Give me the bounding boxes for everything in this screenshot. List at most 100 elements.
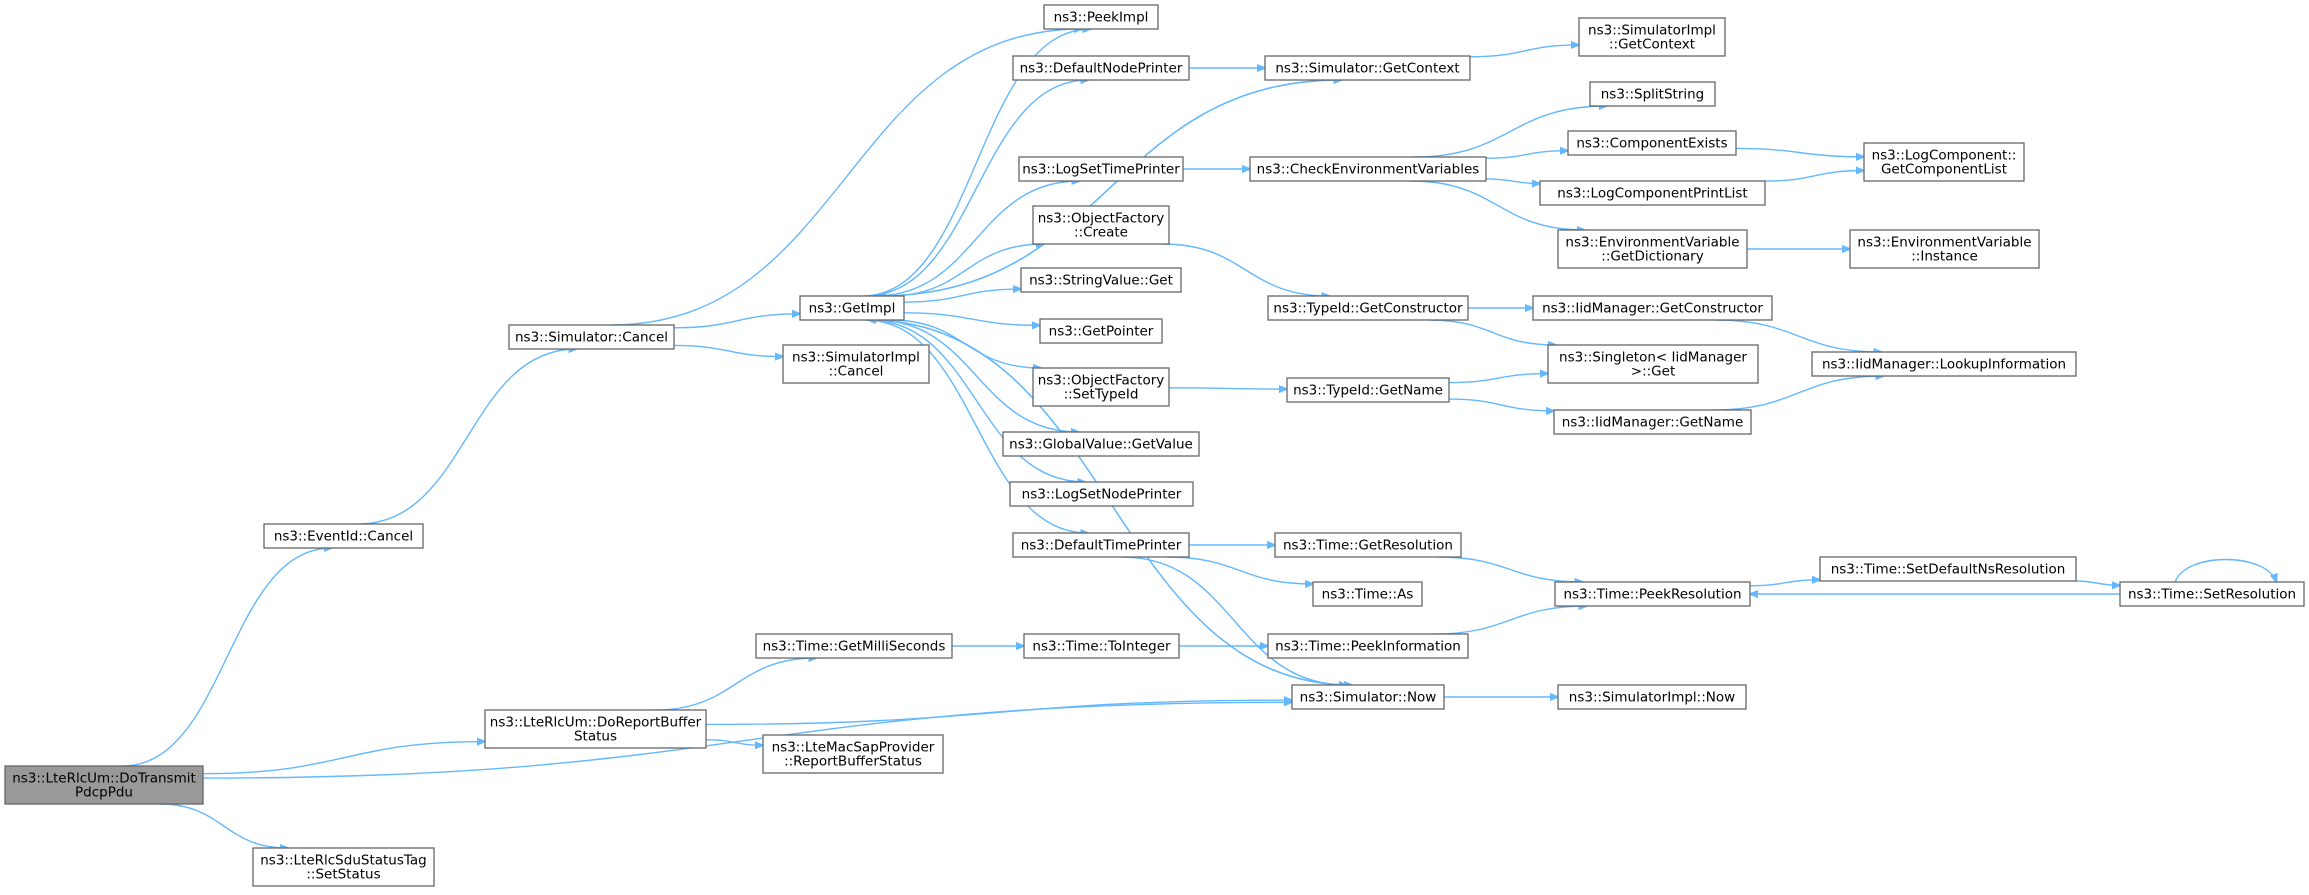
edge-ns3-checkenvironmentvariables-to-ns3-logcomponentprintlist (1485, 178, 1540, 184)
edge-ns3-defaulttimeprinter-to-ns3-time-as (1166, 556, 1313, 584)
edge-ns3-getimpl-to-ns3-stringvalue-get (903, 289, 1021, 303)
node-ns3-simulatorimpl-getcontext[interactable]: ns3::SimulatorImpl::GetContext (1578, 17, 1726, 57)
node-ns3-componentexists[interactable]: ns3::ComponentExists (1567, 130, 1737, 156)
node-box (1012, 55, 1190, 81)
edge-ns3-typeid-getconstructor-to-ns3-singleton-iidmanager-get (1429, 319, 1556, 345)
node-label: ns3::IidManager::GetName (1562, 415, 1744, 431)
node-box (1532, 295, 1773, 321)
node-ns3-environmentvariable-getdictionary[interactable]: ns3::EnvironmentVariable::GetDictionary (1557, 229, 1748, 269)
node-label: ns3::Simulator::Cancel (515, 330, 668, 346)
node-ns3-checkenvironmentvariables[interactable]: ns3::CheckEnvironmentVariables (1249, 156, 1487, 182)
node-ns3-splitstring[interactable]: ns3::SplitString (1589, 81, 1716, 107)
node-ns3-time-getresolution[interactable]: ns3::Time::GetResolution (1274, 532, 1462, 558)
node-ns3-typeid-getconstructor[interactable]: ns3::TypeId::GetConstructor (1267, 295, 1469, 321)
node-label: ::GetDictionary (1601, 249, 1703, 265)
node-ns3-globalvalue-getvalue[interactable]: ns3::GlobalValue::GetValue (1002, 431, 1200, 457)
edge-ns3-iidmanager-getconstructor-to-ns3-iidmanager-lookupinformation (1714, 319, 1882, 352)
node-label: GetComponentList (1881, 162, 2007, 178)
node-box (252, 847, 435, 887)
node-ns3-stringvalue-get[interactable]: ns3::StringValue::Get (1020, 267, 1182, 293)
node-ns3-time-tointeger[interactable]: ns3::Time::ToInteger (1023, 633, 1180, 659)
node-label: ns3::Time::GetMilliSeconds (763, 639, 946, 655)
node-label: PdcpPdu (75, 785, 133, 801)
edge-ns3-typeid-getname-to-ns3-singleton-iidmanager-get (1448, 374, 1548, 384)
edge-ns3-getimpl-to-ns3-logsettimeprinter (873, 181, 1079, 297)
edge-ns3-simulator-cancel-to-ns3-getimpl (673, 314, 800, 329)
node-ns3-getpointer[interactable]: ns3::GetPointer (1039, 318, 1163, 344)
node-box (1020, 267, 1182, 293)
node-box (1567, 130, 1737, 156)
node-label: ns3::EnvironmentVariable (1565, 235, 1739, 251)
edge-ns3-eventid-cancel-to-ns3-simulator-cancel (358, 349, 576, 525)
node-box (1023, 633, 1180, 659)
node-box (1291, 684, 1445, 710)
node-label: ns3::DefaultNodePrinter (1020, 61, 1183, 77)
node-ns3-simulator-getcontext[interactable]: ns3::Simulator::GetContext (1264, 55, 1471, 81)
node-ns3-time-peekresolution[interactable]: ns3::Time::PeekResolution (1554, 581, 1751, 607)
node-box (1039, 318, 1163, 344)
node-label: ns3::IidManager::GetConstructor (1542, 301, 1763, 317)
edge-ns3-time-peekresolution-to-ns3-time-setdefaultnsresolution (1749, 580, 1820, 587)
node-ns3-peekimpl[interactable]: ns3::PeekImpl (1043, 4, 1159, 30)
node-box (1554, 581, 1751, 607)
node-label: ns3::TypeId::GetName (1293, 383, 1443, 399)
node-ns3-time-as[interactable]: ns3::Time::As (1312, 581, 1423, 607)
node-ns3-logcomponentprintlist[interactable]: ns3::LogComponentPrintList (1539, 180, 1766, 206)
node-ns3-simulator-cancel[interactable]: ns3::Simulator::Cancel (508, 324, 675, 350)
node-ns3-objectfactory-create[interactable]: ns3::ObjectFactory::Create (1032, 205, 1170, 245)
node-ns3-getimpl[interactable]: ns3::GetImpl (799, 295, 905, 321)
node-ns3-logsettimeprinter[interactable]: ns3::LogSetTimePrinter (1018, 156, 1184, 182)
node-ns3-time-peekinformation[interactable]: ns3::Time::PeekInformation (1267, 633, 1469, 659)
node-ns3-ltemacsapprovider-reportbufferstatus[interactable]: ns3::LteMacSapProvider::ReportBufferStat… (762, 734, 944, 774)
node-ns3-time-setresolution[interactable]: ns3::Time::SetResolution (2119, 581, 2305, 607)
edge-ns3-getimpl-to-ns3-defaultnodeprinter (864, 80, 1088, 297)
edge-ns3-lterlcum-doreportbuffer-status-to-ns3-simulator-now (705, 700, 1292, 726)
node-ns3-iidmanager-lookupinformation[interactable]: ns3::IidManager::LookupInformation (1811, 351, 2077, 377)
node-label: ns3::LogSetNodePrinter (1022, 487, 1182, 503)
node-ns3-simulatorimpl-cancel[interactable]: ns3::SimulatorImpl::Cancel (782, 344, 930, 384)
node-ns3-typeid-getname[interactable]: ns3::TypeId::GetName (1286, 377, 1450, 403)
node-label: ns3::Time::PeekResolution (1563, 587, 1741, 603)
edge-ns3-time-setdefaultnsresolution-to-ns3-time-setresolution (2074, 580, 2120, 585)
node-label: ns3::LogComponent:: (1872, 148, 2017, 164)
node-label: ns3::Time::ToInteger (1032, 639, 1171, 655)
node-box (1032, 367, 1170, 407)
node-ns3-defaulttimeprinter[interactable]: ns3::DefaultTimePrinter (1012, 532, 1190, 558)
edge-ns3-lterlcum-doreportbuffer-status-to-ns3-time-getmilliseconds (654, 658, 817, 711)
node-ns3-time-setdefaultnsresolution[interactable]: ns3::Time::SetDefaultNsResolution (1819, 556, 2077, 582)
node-ns3-eventid-cancel[interactable]: ns3::EventId::Cancel (263, 523, 424, 549)
node-label: ns3::ObjectFactory (1038, 373, 1165, 389)
node-label: ::SetTypeId (1064, 387, 1139, 403)
node-ns3-time-getmilliseconds[interactable]: ns3::Time::GetMilliSeconds (755, 633, 953, 659)
node-ns3-lterlcsdustatustag-setstatus[interactable]: ns3::LteRlcSduStatusTag::SetStatus (252, 847, 435, 887)
node-box (1043, 4, 1159, 30)
node-ns3-simulatorimpl-now[interactable]: ns3::SimulatorImpl::Now (1557, 684, 1747, 710)
node-box (4, 765, 204, 805)
node-label: ns3::LogSetTimePrinter (1022, 162, 1180, 178)
edge-ns3-checkenvironmentvariables-to-ns3-componentexists (1485, 151, 1568, 159)
edge-ns3-checkenvironmentvariables-to-ns3-environmentvariable-getdictionary (1410, 180, 1585, 230)
node-ns3-logsetnodeprinter[interactable]: ns3::LogSetNodePrinter (1009, 481, 1194, 507)
node-ns3-iidmanager-getname[interactable]: ns3::IidManager::GetName (1553, 409, 1752, 435)
node-ns3-environmentvariable-instance[interactable]: ns3::EnvironmentVariable::Instance (1849, 229, 2040, 269)
node-ns3-simulator-now[interactable]: ns3::Simulator::Now (1291, 684, 1445, 710)
edge-ns3-getimpl-to-ns3-logsetnodeprinter (868, 319, 1085, 482)
node-label: ns3::TypeId::GetConstructor (1273, 301, 1463, 317)
node-label: ns3::GetImpl (809, 301, 896, 317)
node-box (1312, 581, 1423, 607)
node-ns3-objectfactory-settypeid[interactable]: ns3::ObjectFactory::SetTypeId (1032, 367, 1170, 407)
node-label: ns3::StringValue::Get (1029, 273, 1173, 289)
node-ns3-logcomponent-getcomponentlist[interactable]: ns3::LogComponent::GetComponentList (1863, 142, 2025, 182)
node-box (1009, 481, 1194, 507)
node-ns3-defaultnodeprinter[interactable]: ns3::DefaultNodePrinter (1012, 55, 1190, 81)
node-label: ns3::Simulator::GetContext (1275, 61, 1459, 77)
node-ns3-singleton-iidmanager-get[interactable]: ns3::Singleton< IidManager>::Get (1547, 344, 1759, 384)
node-label: ns3::SplitString (1601, 87, 1705, 103)
edge-ns3-simulator-cancel-to-ns3-peekimpl (610, 29, 1082, 326)
node-label: ns3::EventId::Cancel (274, 529, 413, 545)
node-box (2119, 581, 2305, 607)
node-ns3-iidmanager-getconstructor[interactable]: ns3::IidManager::GetConstructor (1532, 295, 1773, 321)
